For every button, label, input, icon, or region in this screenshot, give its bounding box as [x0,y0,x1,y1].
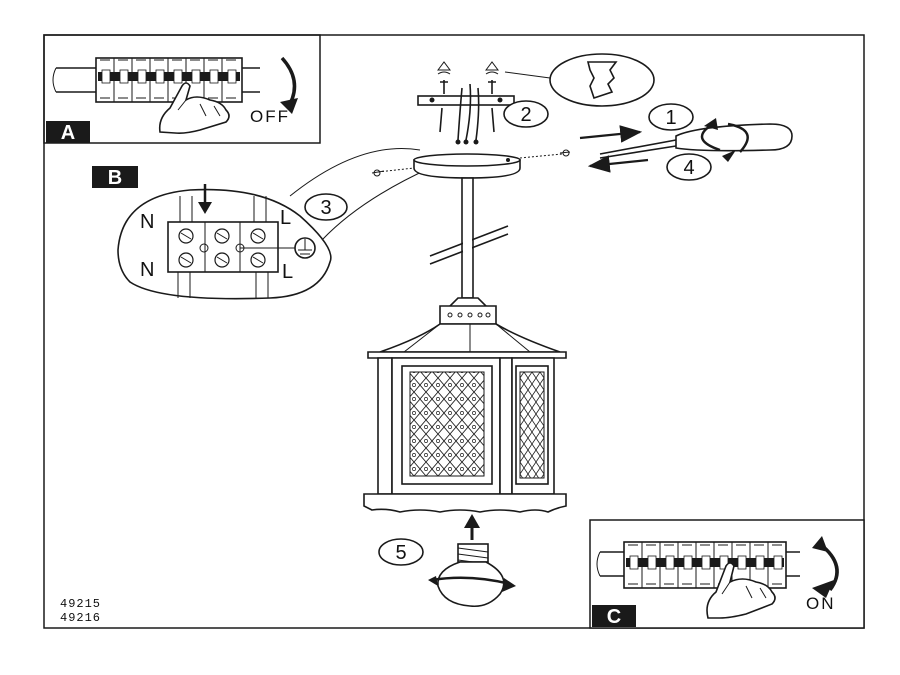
panel-c-state: ON [806,594,836,613]
panel-a-state: OFF [250,107,290,126]
pendant-lantern [363,177,567,513]
screwdriver-icon [599,118,793,162]
step-3-number: 3 [320,197,331,219]
step-1-number: 1 [665,107,676,129]
ground-symbol-icon [240,237,316,259]
panel-a: OFF A [43,34,321,144]
product-code-1: 49215 [60,597,102,611]
panel-b-label: B [108,167,122,189]
step-2-number: 2 [520,104,531,126]
step-4-number: 4 [683,157,694,179]
neutral-label-bottom: N [140,259,154,281]
panel-c: ON C [589,519,865,629]
light-bulb-icon [428,543,516,608]
panel-a-label: A [61,122,75,144]
hand-icon [706,562,776,619]
neutral-label-top: N [140,211,154,233]
product-code-2: 49216 [60,611,102,625]
live-label-top: L [280,207,291,229]
ceiling-canopy [371,149,571,179]
product-codes: 49215 49216 [60,597,101,625]
circuit-breaker-icon [95,57,243,103]
ceiling-bracket: 2 [417,53,655,145]
step-5-number: 5 [395,542,406,564]
diagram-frame [43,34,865,629]
panel-b: B N N L L [92,147,431,300]
panel-c-label: C [607,606,621,628]
hand-icon [158,82,230,134]
circuit-breaker-icon [623,541,787,589]
live-label-bottom: L [282,261,293,283]
